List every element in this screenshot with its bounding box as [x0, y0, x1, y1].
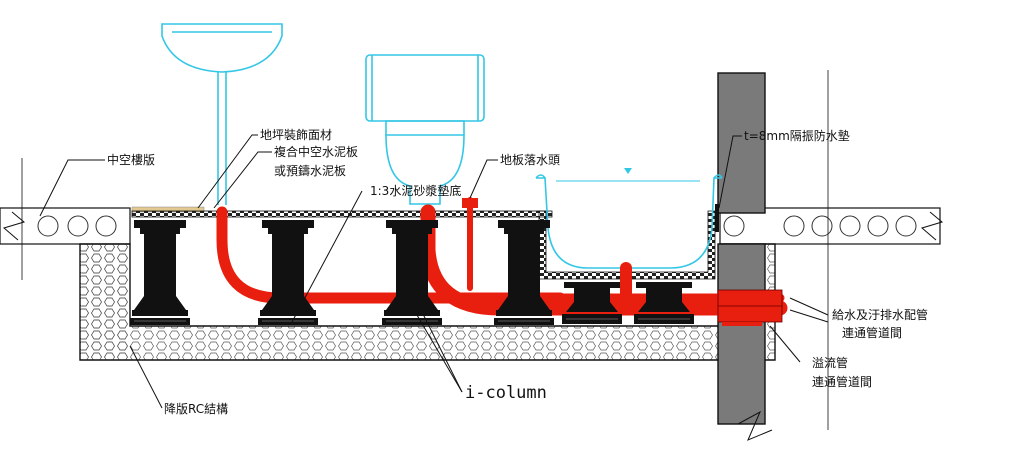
bathtub — [535, 168, 723, 269]
label-isolation-pad: t=8mm隔振防水墊 — [744, 128, 850, 143]
label-overflow-1: 溢流管 — [812, 355, 848, 370]
hollow-slab-right — [719, 207, 944, 245]
isolation-pad — [715, 204, 719, 232]
label-composite-board-2: 或預鑄水泥板 — [274, 163, 346, 178]
i-column — [382, 220, 442, 325]
leader-lines — [39, 134, 829, 409]
label-i-column: i-column — [465, 383, 547, 403]
composite-board — [131, 210, 553, 218]
label-hollow-slab: 中空樓版 — [107, 152, 155, 167]
wash-basin — [161, 23, 283, 205]
hollow-slab-left — [0, 207, 131, 245]
label-mortar-bed: 1:3水泥砂漿墊底 — [370, 183, 461, 198]
label-floor-finish: 地坪裝飾面材 — [260, 128, 332, 142]
wall — [717, 72, 773, 441]
label-rc-structure: 降版RC結構 — [164, 402, 228, 416]
i-columns — [130, 220, 694, 325]
i-column — [494, 220, 554, 325]
i-column-short — [562, 282, 622, 324]
toilet — [365, 54, 485, 205]
label-floor-drain: 地板落水頭 — [500, 153, 560, 167]
label-supply-drain-2: 連通管道間 — [842, 325, 902, 340]
overflow-pipe — [722, 322, 762, 326]
label-composite-board-1: 複合中空水泥板 — [274, 144, 358, 159]
label-overflow-2: 連通管道間 — [812, 374, 872, 389]
i-column — [258, 220, 318, 325]
i-column — [130, 220, 190, 325]
label-supply-drain-1: 給水及汙排水配管 — [832, 307, 928, 322]
floor-drain-head — [462, 198, 478, 208]
i-column-short — [634, 282, 694, 324]
